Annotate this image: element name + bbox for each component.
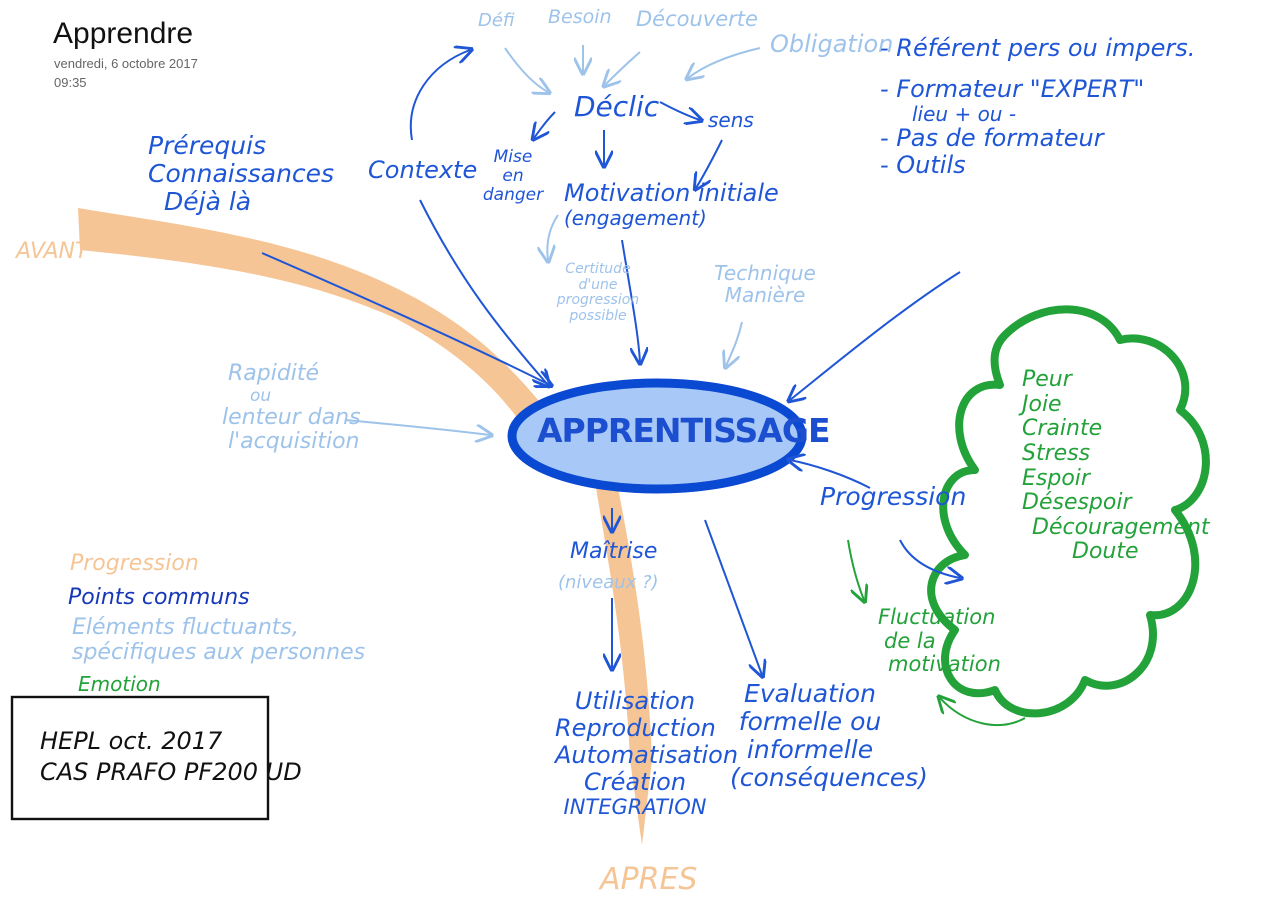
arrow-progression-fluctuation (847, 539, 864, 600)
label-besoin: Besoin (548, 6, 612, 28)
label-obligation: Obligation (770, 30, 894, 58)
arrow-defi-declic (504, 47, 548, 92)
label-rapidite: Rapidité ou lenteur dans l'acquisition (222, 361, 361, 455)
arrow-progression-cloud (899, 539, 960, 578)
emotion-cloud (927, 305, 1210, 718)
label-motivation: Motivation initiale(engagement) (564, 179, 779, 230)
label-defi: Défi (478, 10, 515, 31)
apprentissage-ellipse (507, 378, 807, 494)
apres-band (596, 488, 652, 845)
arrow-motivation-centre (621, 239, 640, 362)
page-time: 09:35 (54, 75, 87, 90)
arrow-centre-evaluation (704, 519, 762, 675)
label-declic: Déclic (574, 90, 660, 123)
emotion-list: Peur Joie Crainte Stress Espoir Désespoi… (1022, 367, 1210, 565)
arrow-declic-sens (659, 101, 700, 120)
label-niveaux: (niveaux ?) (558, 572, 659, 593)
label-evaluation: Evaluation formelle ou informelle (consé… (730, 679, 928, 792)
arrow-outils-centre (790, 271, 961, 400)
label-sens: sens (708, 108, 754, 132)
arrow-progression-centre (790, 460, 871, 489)
arrow-decouverte-declic (605, 51, 641, 85)
arrow-contexte-defi (409, 50, 470, 141)
label-apprentissage: APPRENTISSAGE (537, 411, 830, 450)
label-utilisation-list: Utilisation Reproduction Automatisation … (555, 687, 739, 819)
label-decouverte: Découverte (636, 7, 758, 31)
page-title: Apprendre (53, 17, 194, 50)
legend-emotion: Emotion (78, 672, 161, 696)
arrow-declic-mise (534, 111, 556, 138)
label-contexte: Contexte (368, 156, 478, 184)
page-date: vendredi, 6 octobre 2017 (54, 56, 198, 71)
legend-progression: Progression (70, 551, 199, 576)
arrow-prerequis-centre (261, 252, 550, 385)
label-progression-right: Progression (820, 482, 967, 511)
legend-points-communs: Points communs (68, 585, 250, 610)
arrow-technique-centre (726, 321, 743, 366)
label-avant: AVANT (16, 239, 89, 264)
legend-elements-fluctuants: Eléments fluctuants,spécifiques aux pers… (72, 615, 366, 665)
arrow-contexte-centre (419, 199, 548, 385)
arrow-cloud-fluctuation (940, 698, 1026, 726)
avant-band (78, 208, 548, 430)
arrow-rapidite-centre (344, 419, 490, 435)
arrow-obligation-declic (688, 47, 761, 78)
stamp-box (10, 695, 270, 821)
arrow-sens-motivation (696, 139, 723, 188)
label-fluctuation: Fluctuation de la motivation (878, 605, 1001, 677)
label-apres: APRES (600, 862, 698, 897)
arrow-motivation-certitude (547, 214, 559, 260)
referent-list: - Référent pers ou impers. - Formateur "… (880, 34, 1196, 180)
label-maitrise: Maîtrise (570, 539, 658, 564)
